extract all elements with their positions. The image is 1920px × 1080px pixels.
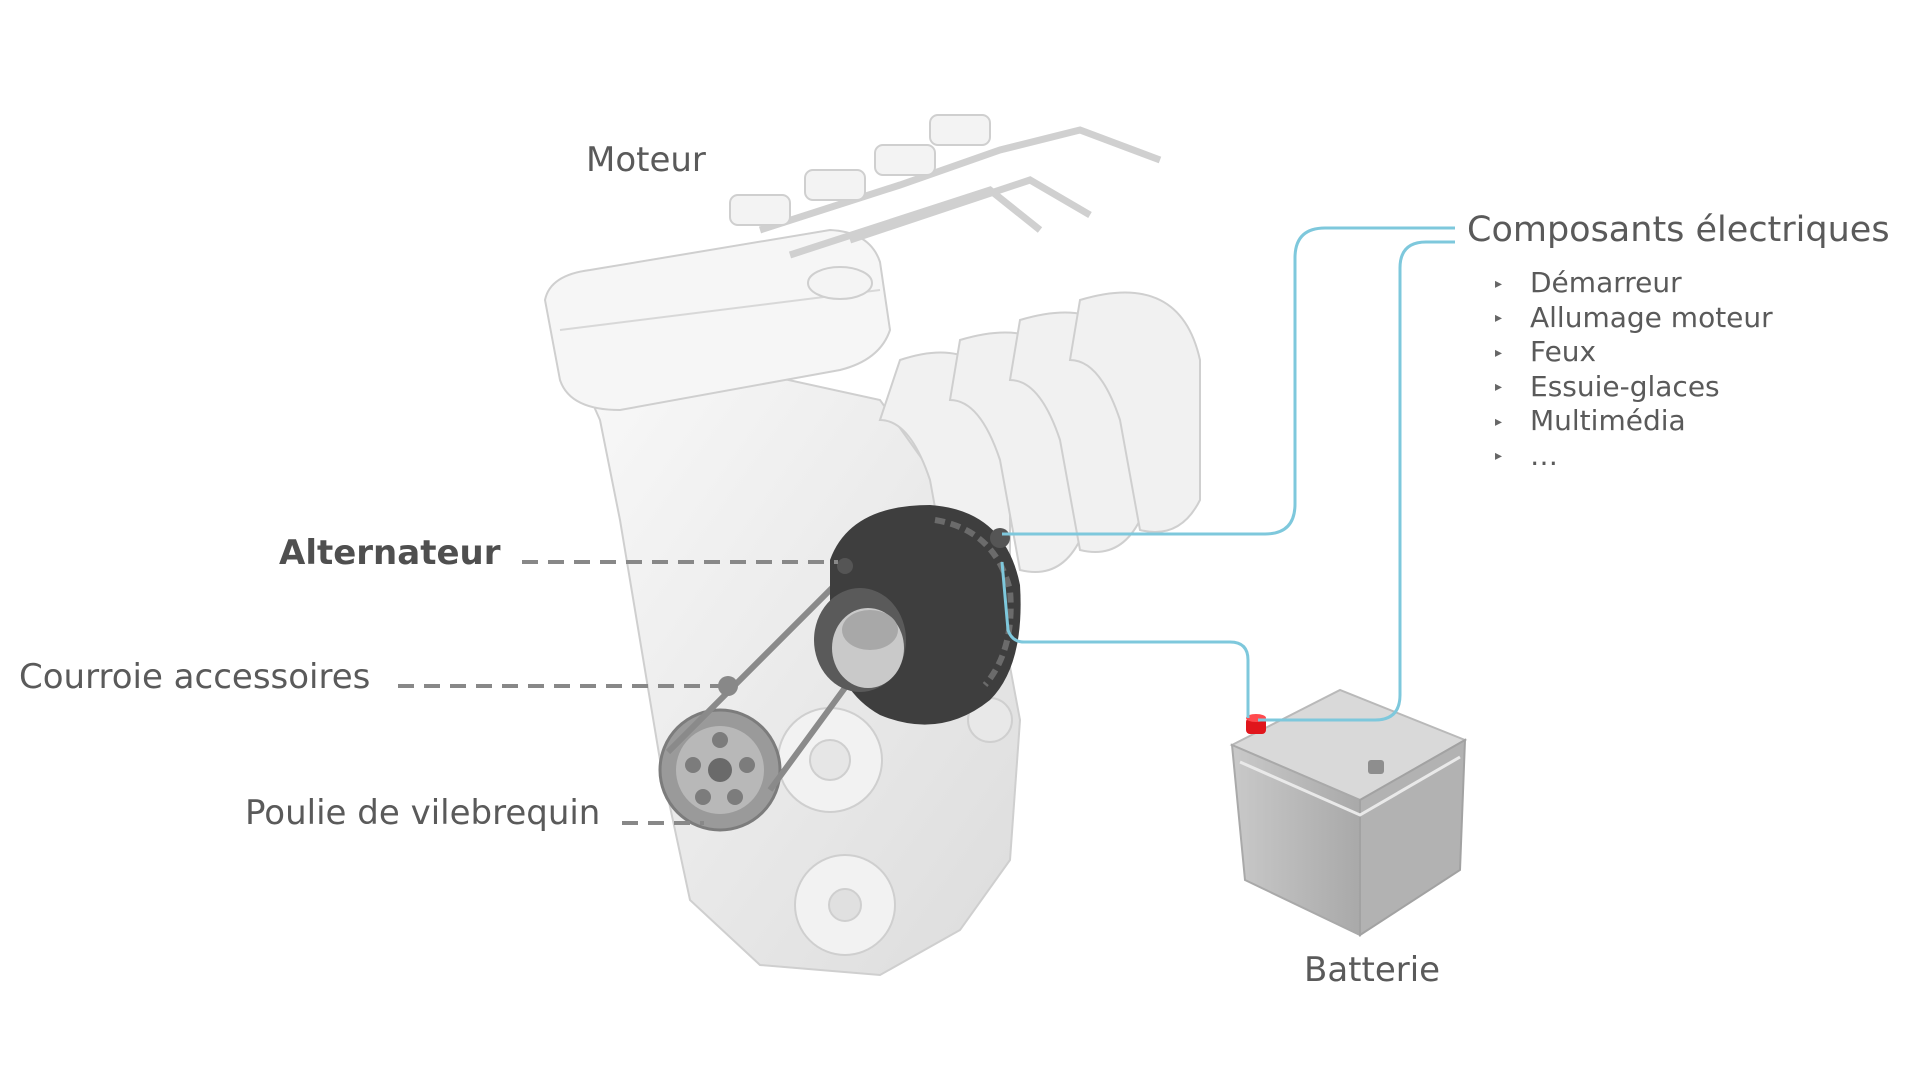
electrical-components-list: ▸Démarreur ▸Allumage moteur ▸Feux ▸Essui… [1495,266,1773,473]
wires [1000,226,1455,722]
list-item: ▸Allumage moteur [1495,301,1773,336]
list-item: ▸Feux [1495,335,1773,370]
engine-label: Moteur [586,140,706,180]
wire-battery-to-components [1258,240,1455,722]
triangle-right-icon: ▸ [1495,310,1503,327]
list-item: ▸Essuie-glaces [1495,370,1773,405]
list-item: ▸… [1495,439,1773,474]
injectors [729,114,991,226]
battery-terminal-positive [1246,718,1266,734]
engine [543,114,1201,977]
battery-label: Batterie [1304,950,1441,990]
electrical-components-title: Composants électriques [1467,210,1890,250]
alternator-label: Alternateur [279,533,501,573]
intake-manifold [878,291,1201,593]
belt-marker [718,676,738,696]
leader-lines [398,560,838,825]
triangle-right-icon: ▸ [1495,413,1503,430]
list-item: ▸Démarreur [1495,266,1773,301]
list-item: ▸Multimédia [1495,404,1773,439]
battery-terminal-negative [1368,760,1384,774]
wire-alternator-to-components [1002,226,1455,536]
wire-alternator-to-battery [1000,561,1250,718]
crankshaft-pulley-label: Poulie de vilebrequin [245,793,601,833]
triangle-right-icon: ▸ [1495,448,1503,465]
oil-cap [807,266,873,300]
battery [1229,688,1468,937]
triangle-right-icon: ▸ [1495,379,1503,396]
crankshaft-pulley [658,708,782,832]
accessory-belt-label: Courroie accessoires [19,657,371,697]
alternator-terminal [990,528,1010,548]
triangle-right-icon: ▸ [1495,344,1503,361]
triangle-right-icon: ▸ [1495,275,1503,292]
valve-cover [543,228,892,412]
alternator [814,505,1021,725]
